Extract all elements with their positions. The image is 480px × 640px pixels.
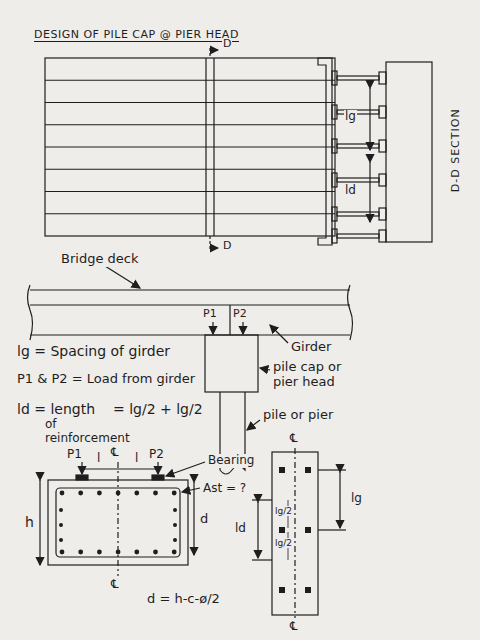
girder-flange [332, 229, 337, 243]
girder-flange [332, 71, 337, 85]
label: of reinforcement [44, 418, 136, 446]
girder-line [45, 146, 335, 147]
girder-flange [379, 230, 386, 242]
label: lg [344, 110, 357, 124]
rebar [116, 491, 121, 496]
girder-flange [379, 72, 386, 84]
girder-line [45, 102, 335, 103]
label: ld = length [16, 401, 96, 417]
girder-web [337, 234, 379, 238]
label: Bridge deck [60, 252, 139, 267]
rebar [172, 550, 177, 555]
rebar [59, 538, 63, 542]
label: ld [344, 184, 357, 198]
label: lg [350, 492, 363, 506]
girder-line [45, 191, 335, 192]
title: DESIGN OF PILE CAP @ PIER HEAD [34, 28, 239, 42]
label: Ast = ? [202, 482, 247, 496]
pile-cap [205, 335, 258, 392]
label: lg/2 [274, 538, 293, 548]
label: = lg/2 + lg/2 [112, 401, 204, 417]
pier-cap-section [386, 62, 432, 242]
rebar [116, 550, 121, 555]
label: P2 [232, 308, 248, 321]
rebar [172, 491, 177, 496]
rebar [173, 508, 177, 512]
girder-line [45, 124, 335, 125]
girder-line [45, 213, 335, 214]
label: pile or pier [262, 408, 334, 423]
label: P1 [66, 448, 83, 462]
girder-web [337, 144, 379, 148]
label: pile cap or pier head [272, 360, 370, 390]
label: l [134, 452, 139, 466]
rebar [134, 550, 139, 555]
label: lg/2 [274, 506, 293, 516]
girder-flange [332, 207, 337, 221]
label: D [222, 240, 232, 253]
label: ℄ [110, 446, 120, 460]
girder-line [45, 80, 335, 81]
label: d [199, 512, 209, 527]
girder-web [337, 76, 379, 80]
label: h [24, 514, 35, 530]
label: Bearing [207, 454, 255, 468]
girder-line [45, 169, 335, 170]
girder-flange [379, 208, 386, 220]
girder-flange [332, 139, 337, 153]
rebar [97, 550, 102, 555]
label: Girder [290, 340, 332, 355]
rebar [173, 538, 177, 542]
girder-flange [332, 105, 337, 119]
deck-plan [45, 58, 335, 236]
label: l [96, 452, 101, 466]
label: P2 [148, 448, 165, 462]
label: P1 [202, 308, 218, 321]
rebar [59, 523, 63, 527]
label: ℄ [289, 432, 299, 446]
label: lg = Spacing of girder [16, 343, 171, 359]
rebar [60, 491, 65, 496]
deck-slab [318, 58, 332, 245]
rebar [78, 550, 83, 555]
rebar [173, 523, 177, 527]
girder-flange [379, 140, 386, 152]
label: ld [234, 522, 247, 536]
rebar [153, 550, 158, 555]
label: D-D SECTION [449, 107, 462, 193]
rebar [153, 491, 158, 496]
girder-flange [379, 174, 386, 186]
label: ℄ [110, 578, 120, 592]
label: D [222, 38, 232, 51]
rebar [60, 550, 65, 555]
label: d = h-c-ø/2 [146, 592, 221, 607]
label: ℄ [289, 620, 299, 634]
girder-flange [379, 106, 386, 118]
girder-web [337, 212, 379, 216]
label: P1 & P2 = Load from girder [16, 372, 196, 387]
rebar [59, 508, 63, 512]
girder-web [337, 178, 379, 182]
rebar [97, 491, 102, 496]
rebar [78, 491, 83, 496]
girder-flange [332, 173, 337, 187]
rebar [134, 491, 139, 496]
